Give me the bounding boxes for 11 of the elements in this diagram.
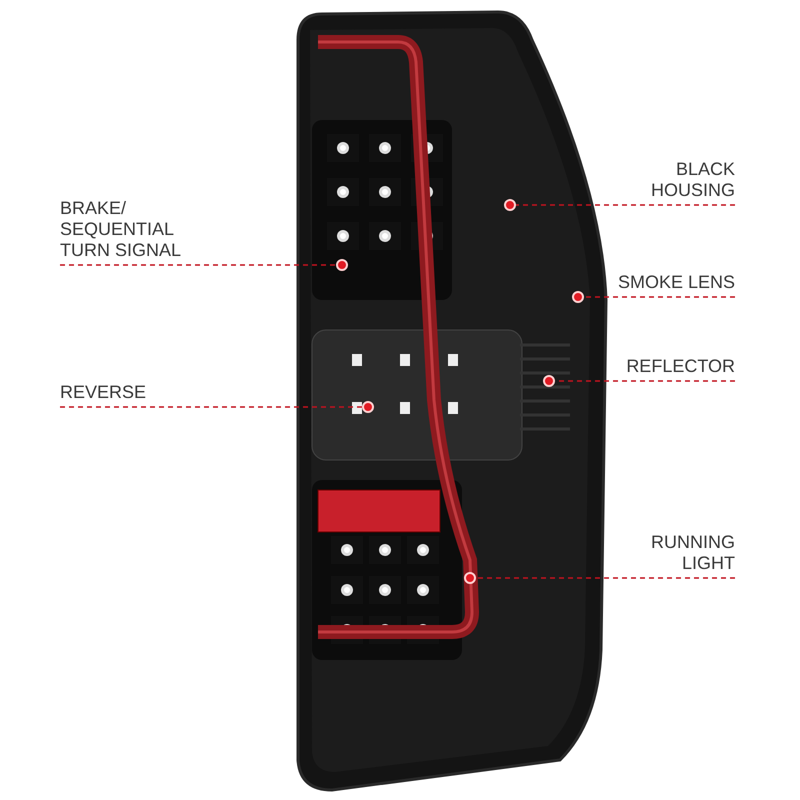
callout-label: RUNNING LIGHT xyxy=(650,532,735,574)
callout-label: REVERSE xyxy=(60,382,148,403)
leader-line xyxy=(60,406,362,408)
leader-line xyxy=(584,296,735,298)
callout-label: SMOKE LENS xyxy=(616,272,735,293)
leader-line xyxy=(476,577,735,579)
leader-line xyxy=(516,204,735,206)
callout-label: REFLECTOR xyxy=(625,356,735,377)
leader-line xyxy=(60,264,336,266)
callout-label: BLACK HOUSING xyxy=(650,159,735,201)
callout-label: BRAKE/ SEQUENTIAL TURN SIGNAL xyxy=(60,198,182,261)
